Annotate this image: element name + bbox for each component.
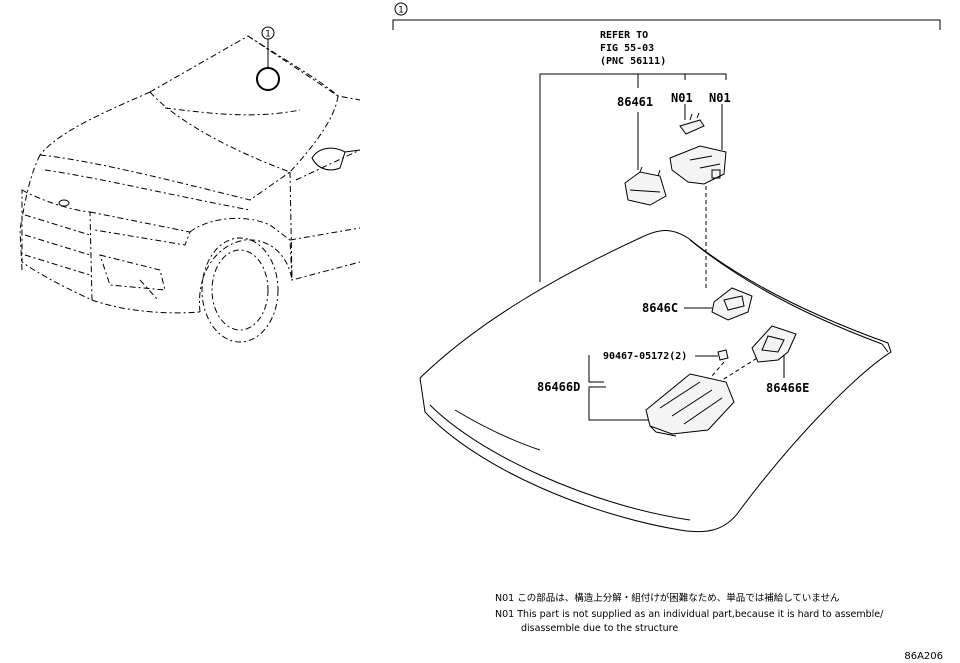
- camera-location-marker: [256, 67, 280, 91]
- part-n01-bracket: [669, 145, 727, 185]
- label-8646c: 8646C: [642, 301, 678, 315]
- part-86466e-bracket: [751, 325, 797, 363]
- part-n01-clip: [679, 112, 705, 135]
- callout-1-car-label: 1: [265, 30, 271, 40]
- label-90467: 90467-05172(2): [603, 351, 687, 362]
- leader-lines: [539, 73, 785, 421]
- callout-1-bracket-label: 1: [398, 6, 404, 16]
- label-n01-left: N01: [671, 91, 693, 105]
- figure-code: 86A206: [904, 651, 943, 662]
- windshield-glass: [419, 230, 892, 533]
- part-90467-screw: [717, 349, 729, 361]
- note-english-line2: disassemble due to the structure: [521, 623, 678, 634]
- refer-to-line1: REFER TO: [600, 30, 648, 41]
- vehicle-outline: [19, 35, 361, 343]
- assembly-bracket: 1: [392, 2, 941, 30]
- note-japanese: N01 この部品は、構造上分解・組付けが困難なため、単品では補給していません: [495, 592, 840, 604]
- note-english-line1: N01 This part is not supplied as an indi…: [495, 609, 884, 620]
- label-86466d: 86466D: [537, 380, 580, 394]
- label-86466e: 86466E: [766, 381, 809, 395]
- refer-to-line3: (PNC 56111): [600, 56, 666, 67]
- part-8646c-camera: [711, 287, 753, 321]
- part-86466d-housing: [645, 373, 735, 437]
- part-86461-cover: [624, 166, 667, 206]
- label-86461: 86461: [617, 95, 653, 109]
- callout-1-car: 1: [256, 26, 280, 91]
- refer-to-line2: FIG 55-03: [600, 43, 654, 54]
- label-n01-right: N01: [709, 91, 731, 105]
